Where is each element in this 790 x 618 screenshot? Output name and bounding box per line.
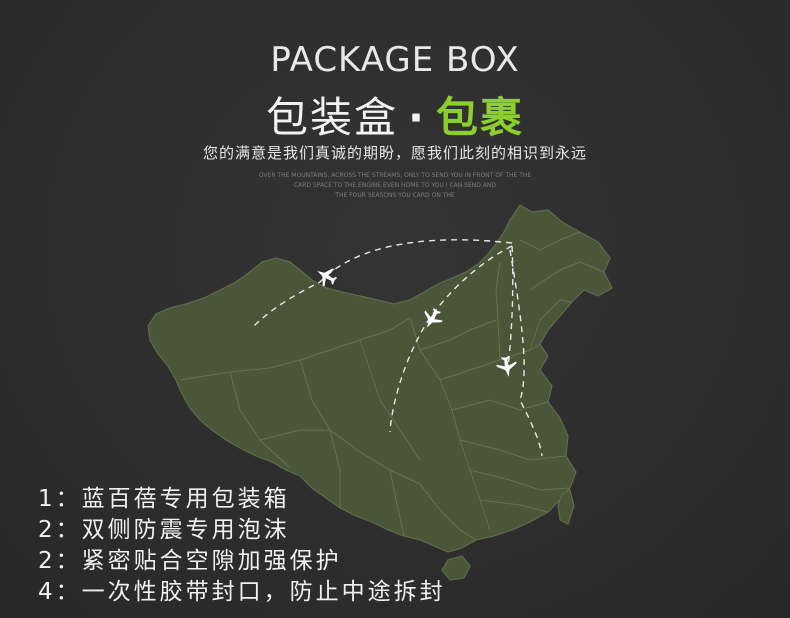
- feature-number: 4：: [38, 579, 82, 605]
- feature-number: 1：: [38, 486, 82, 512]
- tagline-line-1: OVER THE MOUNTAINS, ACROSS THE STREAMS, …: [258, 172, 532, 179]
- feature-text: 双侧防震专用泡沫: [81, 517, 290, 543]
- list-item: 2：紧密贴合空隙加强保护: [38, 546, 446, 577]
- airplane-icon: [424, 307, 443, 328]
- route-central: [507, 245, 514, 369]
- title-english: PACKAGE BOX: [270, 40, 520, 80]
- feature-text: 蓝百蓓专用包装箱: [81, 486, 290, 512]
- list-item: 4：一次性胶带封口，防止中途拆封: [38, 577, 446, 608]
- title-accent: 包裹: [435, 93, 524, 142]
- feature-text: 一次性胶带封口，防止中途拆封: [81, 579, 446, 605]
- title-main: 包装盒: [266, 93, 399, 142]
- tagline: OVER THE MOUNTAINS, ACROSS THE STREAMS, …: [200, 171, 590, 201]
- airplane-icon: [496, 355, 517, 377]
- route-east: [509, 249, 543, 457]
- map-hainan: [441, 555, 471, 581]
- list-item: 1：蓝百蓓专用包装箱: [38, 484, 446, 515]
- title-chinese: 包装盒·包裹: [0, 84, 790, 145]
- tagline-line-2: CARD SPACE TO THE ENGINE EVEN HOME TO YO…: [293, 182, 496, 189]
- subtitle: 您的满意是我们真诚的期盼，愿我们此刻的相识到永远: [202, 144, 587, 162]
- feature-number: 2：: [38, 548, 82, 574]
- feature-text: 紧密贴合空隙加强保护: [81, 548, 342, 574]
- map-taiwan: [557, 489, 575, 525]
- feature-number: 2：: [38, 517, 82, 543]
- feature-list: 1：蓝百蓓专用包装箱 2：双侧防震专用泡沫 2：紧密贴合空隙加强保护 4：一次性…: [38, 484, 446, 608]
- tagline-line-3: THE FOUR SEASONS YOU CARD ON THE: [335, 192, 455, 199]
- list-item: 2：双侧防震专用泡沫: [38, 515, 446, 546]
- title-separator: ·: [408, 93, 426, 142]
- route-west: [253, 239, 513, 327]
- airplane-icon: [317, 268, 338, 287]
- map-province-borders: [179, 231, 605, 541]
